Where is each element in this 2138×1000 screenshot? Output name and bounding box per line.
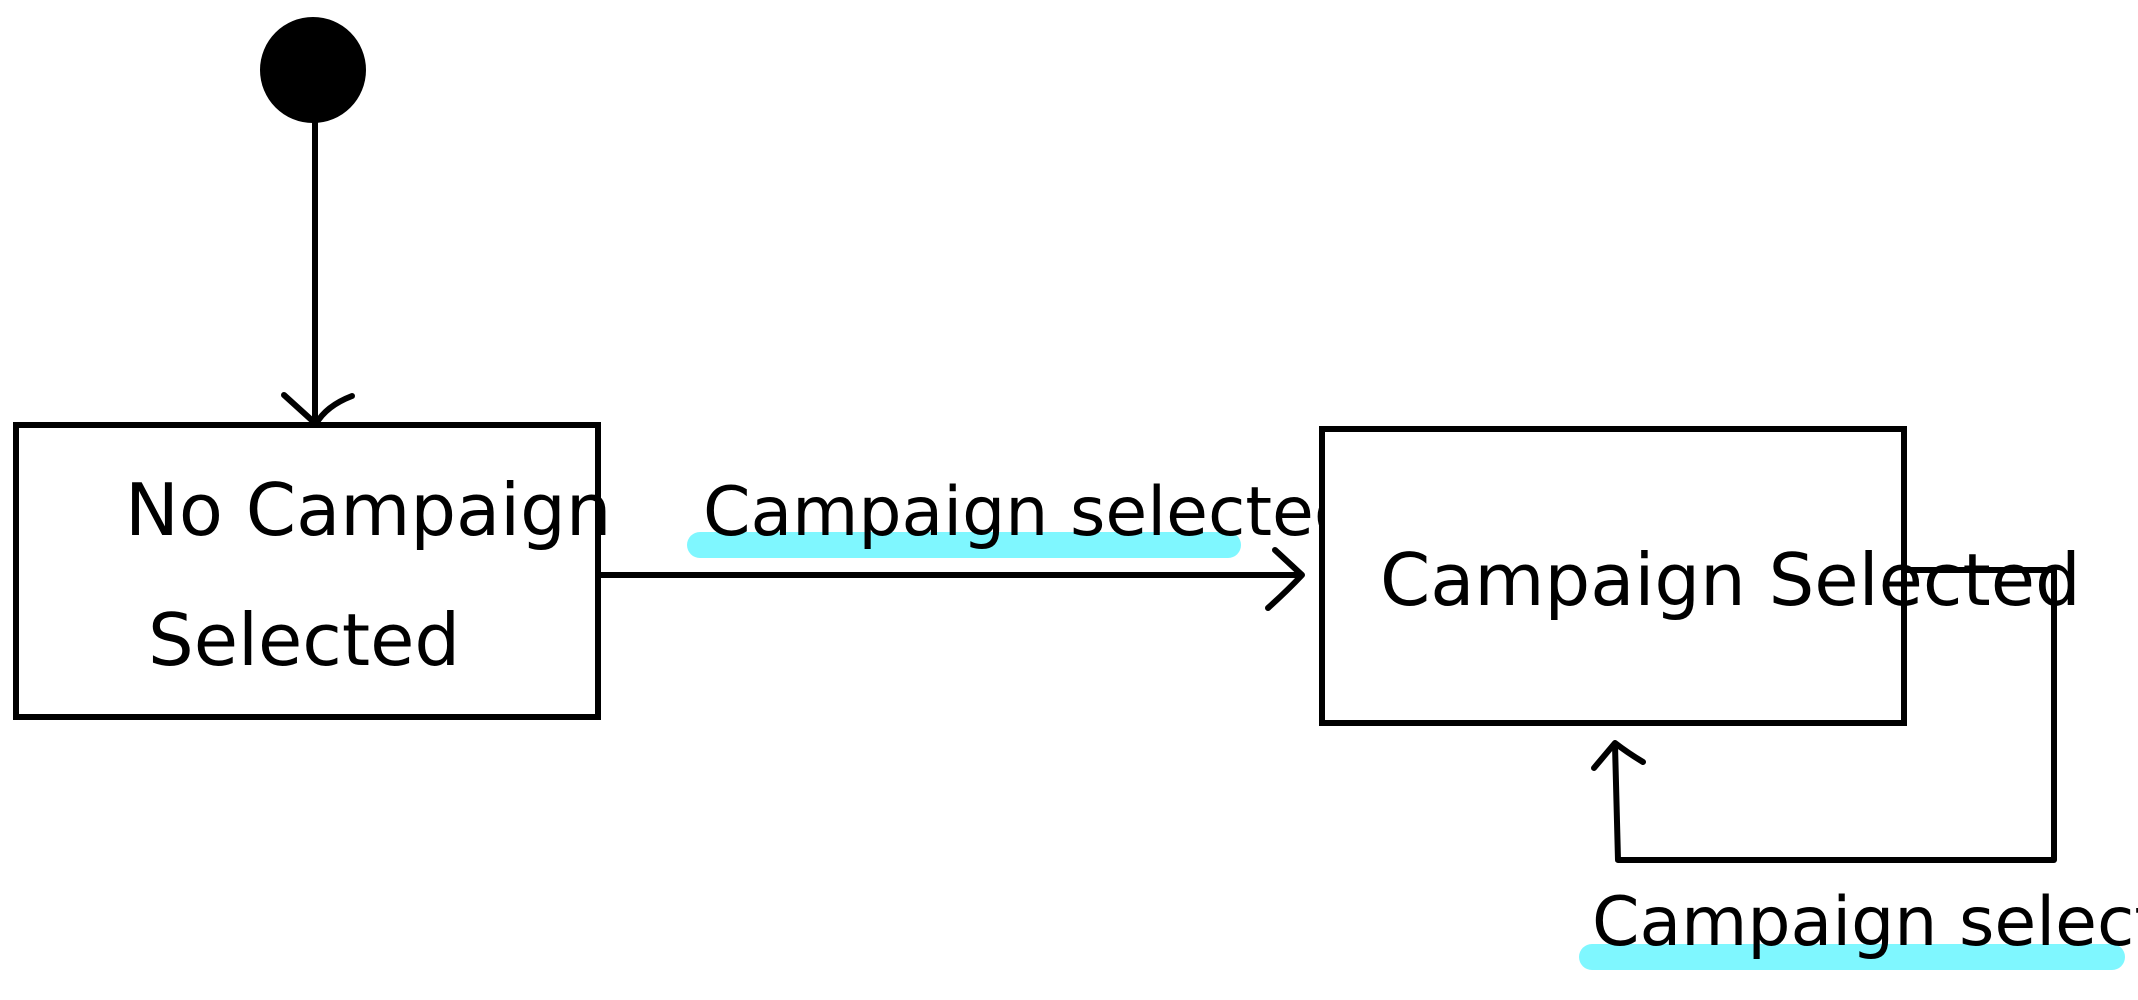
state-label: Campaign Selected	[1380, 538, 2081, 622]
transition-label: Campaign selected	[703, 473, 1357, 552]
state-box	[1319, 426, 1907, 726]
transition-select-campaign: Campaign selected	[597, 473, 1357, 611]
state-label-line1: No Campaign	[125, 468, 612, 552]
state-label-line2: Selected	[148, 598, 460, 682]
state-campaign-selected: Campaign Selected	[1319, 426, 2081, 726]
state-no-campaign-selected: No Campaign Selected	[13, 422, 612, 720]
initial-transition-arrow	[281, 120, 355, 427]
transition-self-loop: Campaign selected	[1579, 567, 2138, 970]
transition-label: Campaign selected	[1592, 883, 2138, 962]
initial-state-dot	[260, 17, 366, 123]
state-box	[13, 422, 601, 720]
